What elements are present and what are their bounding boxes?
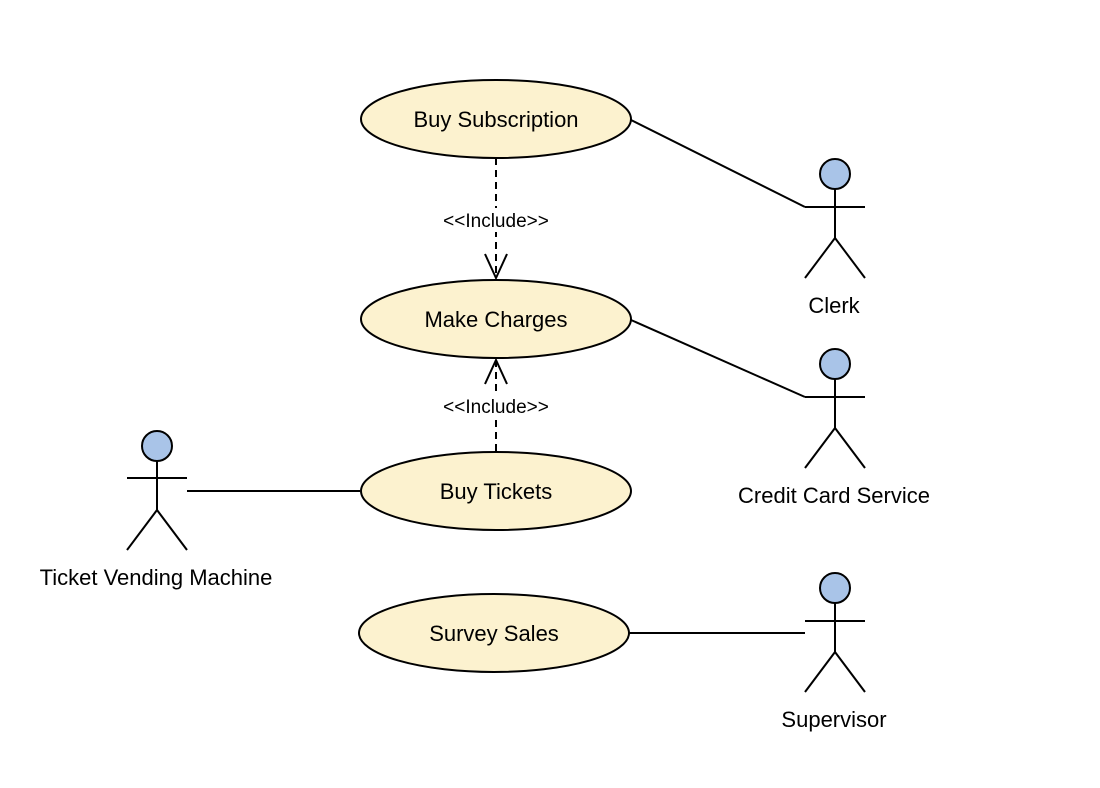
association-credit-card-make-charges[interactable] (630, 319, 806, 398)
actor-label: Supervisor (781, 707, 886, 732)
actor-label: Clerk (808, 293, 860, 318)
stick-figure-icon (804, 572, 866, 693)
include-label-bg-bottom (433, 394, 559, 418)
use-case-ellipse (360, 279, 632, 359)
include-label-bottom: <<Include>> (443, 397, 549, 418)
use-case-buy-tickets[interactable]: Buy Tickets (360, 451, 632, 531)
use-case-label: Buy Subscription (413, 107, 578, 132)
use-case-survey-sales[interactable]: Survey Sales (358, 593, 630, 673)
stick-figure-icon (804, 158, 866, 279)
include-label-top: <<Include>> (443, 211, 549, 232)
use-case-make-charges[interactable]: Make Charges (360, 279, 632, 359)
actor-label: Ticket Vending Machine (40, 565, 273, 590)
actor-credit-card-service[interactable]: Credit Card Service (738, 348, 930, 508)
use-case-ellipse (360, 79, 632, 159)
stick-figure-icon (126, 430, 188, 551)
use-case-label: Make Charges (424, 307, 567, 332)
actor-supervisor[interactable]: Supervisor (781, 572, 887, 732)
include-arrowhead-top (484, 253, 508, 281)
include-label-bg-top (433, 208, 559, 232)
actor-ticket-vending-machine[interactable]: Ticket Vending Machine (40, 430, 273, 590)
include-arrowhead-bottom (484, 357, 508, 385)
use-case-ellipse (358, 593, 630, 673)
stick-figure-icon (804, 348, 866, 469)
association-clerk-buy-subscription[interactable] (630, 119, 806, 208)
use-case-label: Survey Sales (429, 621, 559, 646)
use-case-buy-subscription[interactable]: Buy Subscription (360, 79, 632, 159)
use-case-ellipse (360, 451, 632, 531)
use-case-label: Buy Tickets (440, 479, 552, 504)
actor-label: Credit Card Service (738, 483, 930, 508)
actor-clerk[interactable]: Clerk (804, 158, 866, 318)
